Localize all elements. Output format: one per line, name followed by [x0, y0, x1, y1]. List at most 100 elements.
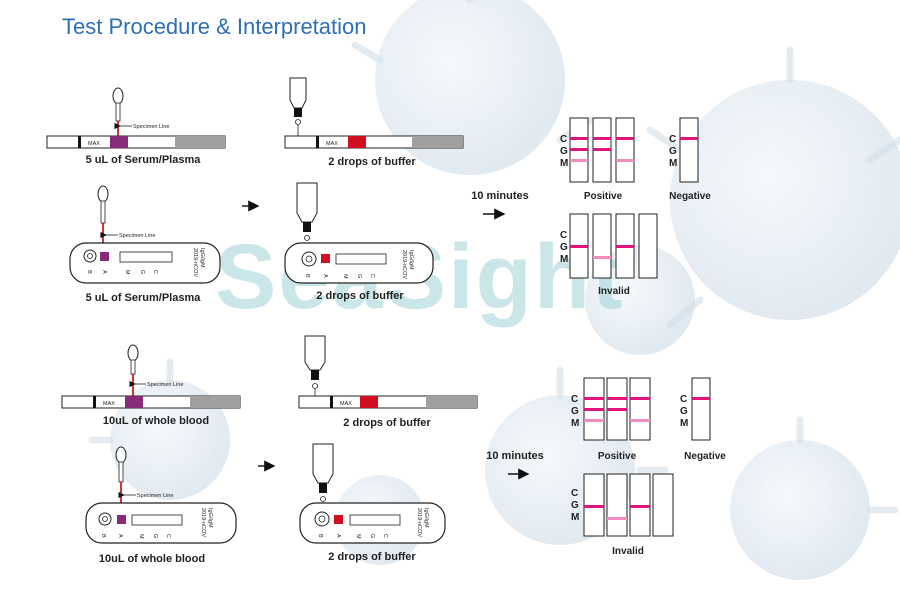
serum-cassette-buffer-step: B A M G C 2019-nCOV IgG/IgM 2 drops of b…: [284, 182, 434, 302]
buffer-well: [334, 515, 343, 524]
sample-well: [100, 252, 109, 261]
serum-strip-buffer-step: MAX 2 drops of buffer: [284, 77, 464, 168]
cassette-test: IgG/IgM: [199, 248, 205, 268]
specimen-pad: [110, 136, 128, 148]
m-label: M: [669, 158, 677, 169]
label-g: G: [152, 534, 158, 538]
serum-cassette-caption: 5 uL of Serum/Plasma: [86, 292, 202, 304]
buffer-pad: [360, 396, 378, 408]
m-label: M: [680, 418, 688, 429]
m-label: M: [560, 254, 568, 265]
cassette-test: IgG/IgM: [423, 508, 429, 528]
label-a: A: [335, 534, 341, 538]
max-label: MAX: [326, 141, 338, 147]
blood-cassette-buffer-step: B A M G C 2019-nCOV IgG/IgM 2 drops of b…: [299, 443, 446, 563]
label-b: B: [304, 274, 310, 278]
result-window: [119, 251, 173, 263]
specimen-pad: [125, 396, 143, 408]
blood-strip-caption: 10uL of whole blood: [103, 415, 209, 427]
serum-buffer-caption: 2 drops of buffer: [328, 156, 416, 168]
cassette-test: IgG/IgM: [408, 250, 414, 270]
invalid-strips: [569, 213, 658, 279]
label-m: M: [342, 274, 348, 279]
g-label: G: [560, 242, 568, 253]
label-c: C: [369, 274, 375, 278]
label-b: B: [317, 534, 323, 538]
g-label: G: [571, 406, 579, 417]
label-a: A: [101, 270, 107, 274]
g-label: G: [680, 406, 688, 417]
max-label: MAX: [340, 401, 352, 407]
serum-strip-caption: 5 uL of Serum/Plasma: [86, 154, 202, 166]
negative-strip: [691, 377, 711, 441]
buffer-well: [321, 254, 330, 263]
absorbent-pad: [175, 136, 225, 148]
buffer-pad: [348, 136, 366, 148]
cassette-test: IgG/IgM: [207, 508, 213, 528]
blood-cassette-caption: 10uL of whole blood: [99, 553, 205, 565]
m-label: M: [571, 512, 579, 523]
positive-label: Positive: [584, 191, 623, 202]
sample-well: [117, 515, 126, 524]
absorbent-pad: [412, 136, 463, 148]
label-m: M: [355, 534, 361, 539]
specimen-line-label: Specimen Line: [137, 493, 173, 499]
c-label: C: [571, 394, 578, 405]
blood-strip-step: Specimen Line MAX 10uL of whole blood: [61, 344, 241, 427]
cassette-brand: 2019-nCOV: [401, 250, 407, 279]
c-label: C: [669, 134, 676, 145]
c-label: C: [560, 134, 567, 145]
c-label: C: [571, 488, 578, 499]
m-label: M: [571, 418, 579, 429]
label-g: G: [356, 274, 362, 278]
label-b: B: [100, 534, 106, 538]
g-label: G: [571, 500, 579, 511]
label-g: G: [139, 270, 145, 274]
m-label: M: [560, 158, 568, 169]
blood-buffer-caption: 2 drops of buffer: [343, 417, 431, 429]
max-label: MAX: [88, 141, 100, 147]
page-title: Test Procedure & Interpretation: [62, 14, 367, 39]
serum-cassette-step: Specimen Line B A M G C 2019-nCOV IgG/Ig…: [69, 185, 221, 304]
serum-cassette-buffer-caption: 2 drops of buffer: [316, 290, 404, 302]
c-label: C: [680, 394, 687, 405]
cassette-brand: 2019-nCOV: [192, 248, 198, 277]
negative-label: Negative: [684, 451, 726, 462]
label-c: C: [152, 270, 158, 274]
c-label: C: [560, 230, 567, 241]
absorbent-pad: [190, 396, 240, 408]
pipette-icon: [112, 87, 124, 140]
label-a: A: [322, 274, 328, 278]
label-c: C: [382, 534, 388, 538]
positive-strips: [583, 377, 651, 441]
serum-time-label: 10 minutes: [471, 190, 528, 202]
dropper-bottle-icon: [289, 77, 307, 138]
blood-strip-buffer-step: MAX 2 drops of buffer: [298, 335, 478, 429]
specimen-line-label: Specimen Line: [147, 382, 183, 388]
blood-cassette-buffer-caption: 2 drops of buffer: [328, 551, 416, 563]
label-m: M: [124, 270, 130, 275]
cassette-brand: 2019-nCOV: [200, 508, 206, 537]
label-c: C: [165, 534, 171, 538]
label-m: M: [138, 534, 144, 539]
blood-cassette-step: Specimen Line B A M G C 2019-nCOV IgG/Ig…: [85, 446, 237, 565]
g-label: G: [560, 146, 568, 157]
g-label: G: [669, 146, 677, 157]
invalid-label: Invalid: [612, 546, 644, 557]
negative-label: Negative: [669, 191, 711, 202]
result-window: [131, 514, 183, 526]
specimen-line-label: Specimen Line: [133, 124, 169, 130]
dropper-bottle-icon: [304, 335, 326, 397]
positive-label: Positive: [598, 451, 637, 462]
serum-strip-step: Specimen Line MAX 5 uL of Serum/Plasma: [46, 87, 226, 166]
result-window: [349, 514, 401, 526]
label-b: B: [86, 270, 92, 274]
specimen-line-label: Specimen Line: [119, 233, 155, 239]
negative-strip: [679, 117, 699, 183]
label-a: A: [117, 534, 123, 538]
blood-results: C G M Positive C G M Negative C G M: [571, 377, 726, 557]
pipette-icon: [127, 344, 139, 397]
dropper-bottle-icon: [312, 443, 334, 502]
max-label: MAX: [103, 401, 115, 407]
